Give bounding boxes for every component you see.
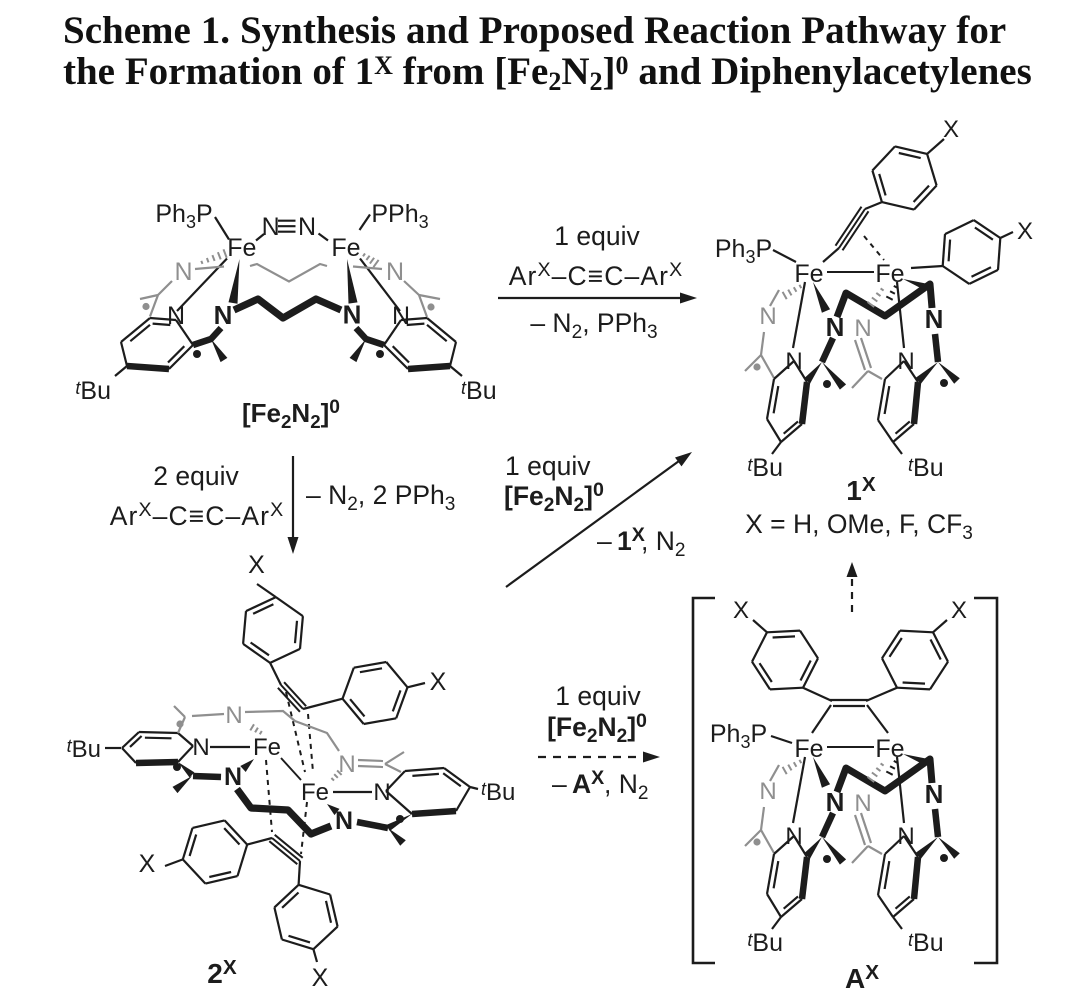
svg-text:1 equiv: 1 equiv [555,681,641,711]
svg-text:–: – [552,769,567,799]
svg-text:N: N [262,213,280,241]
svg-text:N: N [854,315,871,342]
svg-text:N: N [386,258,404,286]
svg-text:X: X [312,964,329,992]
svg-text:X = H, OMe, F, CF3​: X = H, OMe, F, CF3​ [745,509,973,544]
svg-text:N: N [392,302,410,330]
svg-text:1 equiv: 1 equiv [554,221,640,251]
svg-text:Fe: Fe [253,734,281,761]
svg-text:X: X [1017,218,1033,245]
svg-text:t​Bu: t​Bu [75,377,111,405]
svg-text:X: X [943,116,959,143]
svg-text:Fe: Fe [331,234,360,262]
svg-text:N: N [759,778,776,805]
svg-text:t​Bu: t​Bu [908,929,944,957]
svg-text:– N2​, PPh3​: – N2​, PPh3​ [530,308,657,343]
svg-text:N: N [826,787,845,817]
svg-text:X: X [248,551,265,579]
svg-text:N: N [897,823,914,850]
svg-text:N: N [338,751,355,778]
svg-text:X: X [430,668,447,696]
svg-text:N: N [225,702,242,729]
svg-text:X: X [733,597,749,624]
svg-text:AX​: AX​ [572,767,604,799]
svg-text:N: N [298,213,316,241]
svg-text:1X​: 1X​ [617,524,645,556]
svg-text:Ph3​P: Ph3​P [710,720,767,752]
svg-text:1 equiv: 1 equiv [505,451,591,481]
svg-text:PPh3​: PPh3​ [371,200,428,232]
svg-text:2X​: 2X​ [207,956,237,989]
svg-text:t​Bu: t​Bu [747,454,783,482]
svg-text:N: N [192,734,209,761]
svg-text:N: N [224,763,242,791]
svg-text:[Fe2​N2​]0​: [Fe2​N2​]0​ [504,479,604,516]
svg-text:Ph3​P: Ph3​P [715,235,772,267]
svg-text:ArX​–C≡C–ArX​: ArX​–C≡C–ArX​ [509,259,684,291]
svg-text:N: N [214,300,233,330]
svg-text:[Fe2​N2​]0​: [Fe2​N2​]0​ [242,397,340,432]
svg-text:N: N [759,303,776,330]
svg-text:Fe: Fe [794,735,823,763]
svg-text:–: – [597,526,612,556]
svg-text:N: N [335,807,353,835]
svg-text:, N2​: , N2​ [604,769,649,804]
svg-text:N: N [897,348,914,375]
svg-text:Ph3​P: Ph3​P [155,200,212,232]
svg-text:t​Bu: t​Bu [67,736,101,763]
svg-text:N: N [854,790,871,817]
svg-text:t​Bu: t​Bu [747,929,783,957]
svg-text:– N2​, 2 PPh3​: – N2​, 2 PPh3​ [306,480,455,515]
svg-text:Fe: Fe [301,779,329,806]
svg-text:ArX​–C≡C–ArX​: ArX​–C≡C–ArX​ [110,499,285,531]
svg-text:Fe: Fe [875,260,904,288]
svg-text:N: N [343,300,362,330]
svg-text:AX​: AX​ [845,961,879,994]
svg-text:t​Bu: t​Bu [461,377,497,405]
svg-text:t​Bu: t​Bu [481,779,515,806]
svg-text:N: N [925,779,944,809]
svg-text:, N2​: , N2​ [641,526,686,561]
svg-text:1X​: 1X​ [846,473,876,506]
svg-text:X: X [139,850,156,878]
svg-text:Fe: Fe [875,735,904,763]
svg-text:N: N [174,258,192,286]
svg-text:2 equiv: 2 equiv [153,461,239,491]
svg-text:Fe: Fe [794,260,823,288]
svg-text:t​Bu: t​Bu [908,454,944,482]
svg-text:[Fe2​N2​]0​: [Fe2​N2​]0​ [547,710,647,747]
svg-text:N: N [373,779,390,806]
svg-text:N: N [167,302,185,330]
svg-text:N: N [925,304,944,334]
svg-text:X: X [951,597,967,624]
svg-text:Fe: Fe [227,234,256,262]
svg-text:N: N [826,312,845,342]
